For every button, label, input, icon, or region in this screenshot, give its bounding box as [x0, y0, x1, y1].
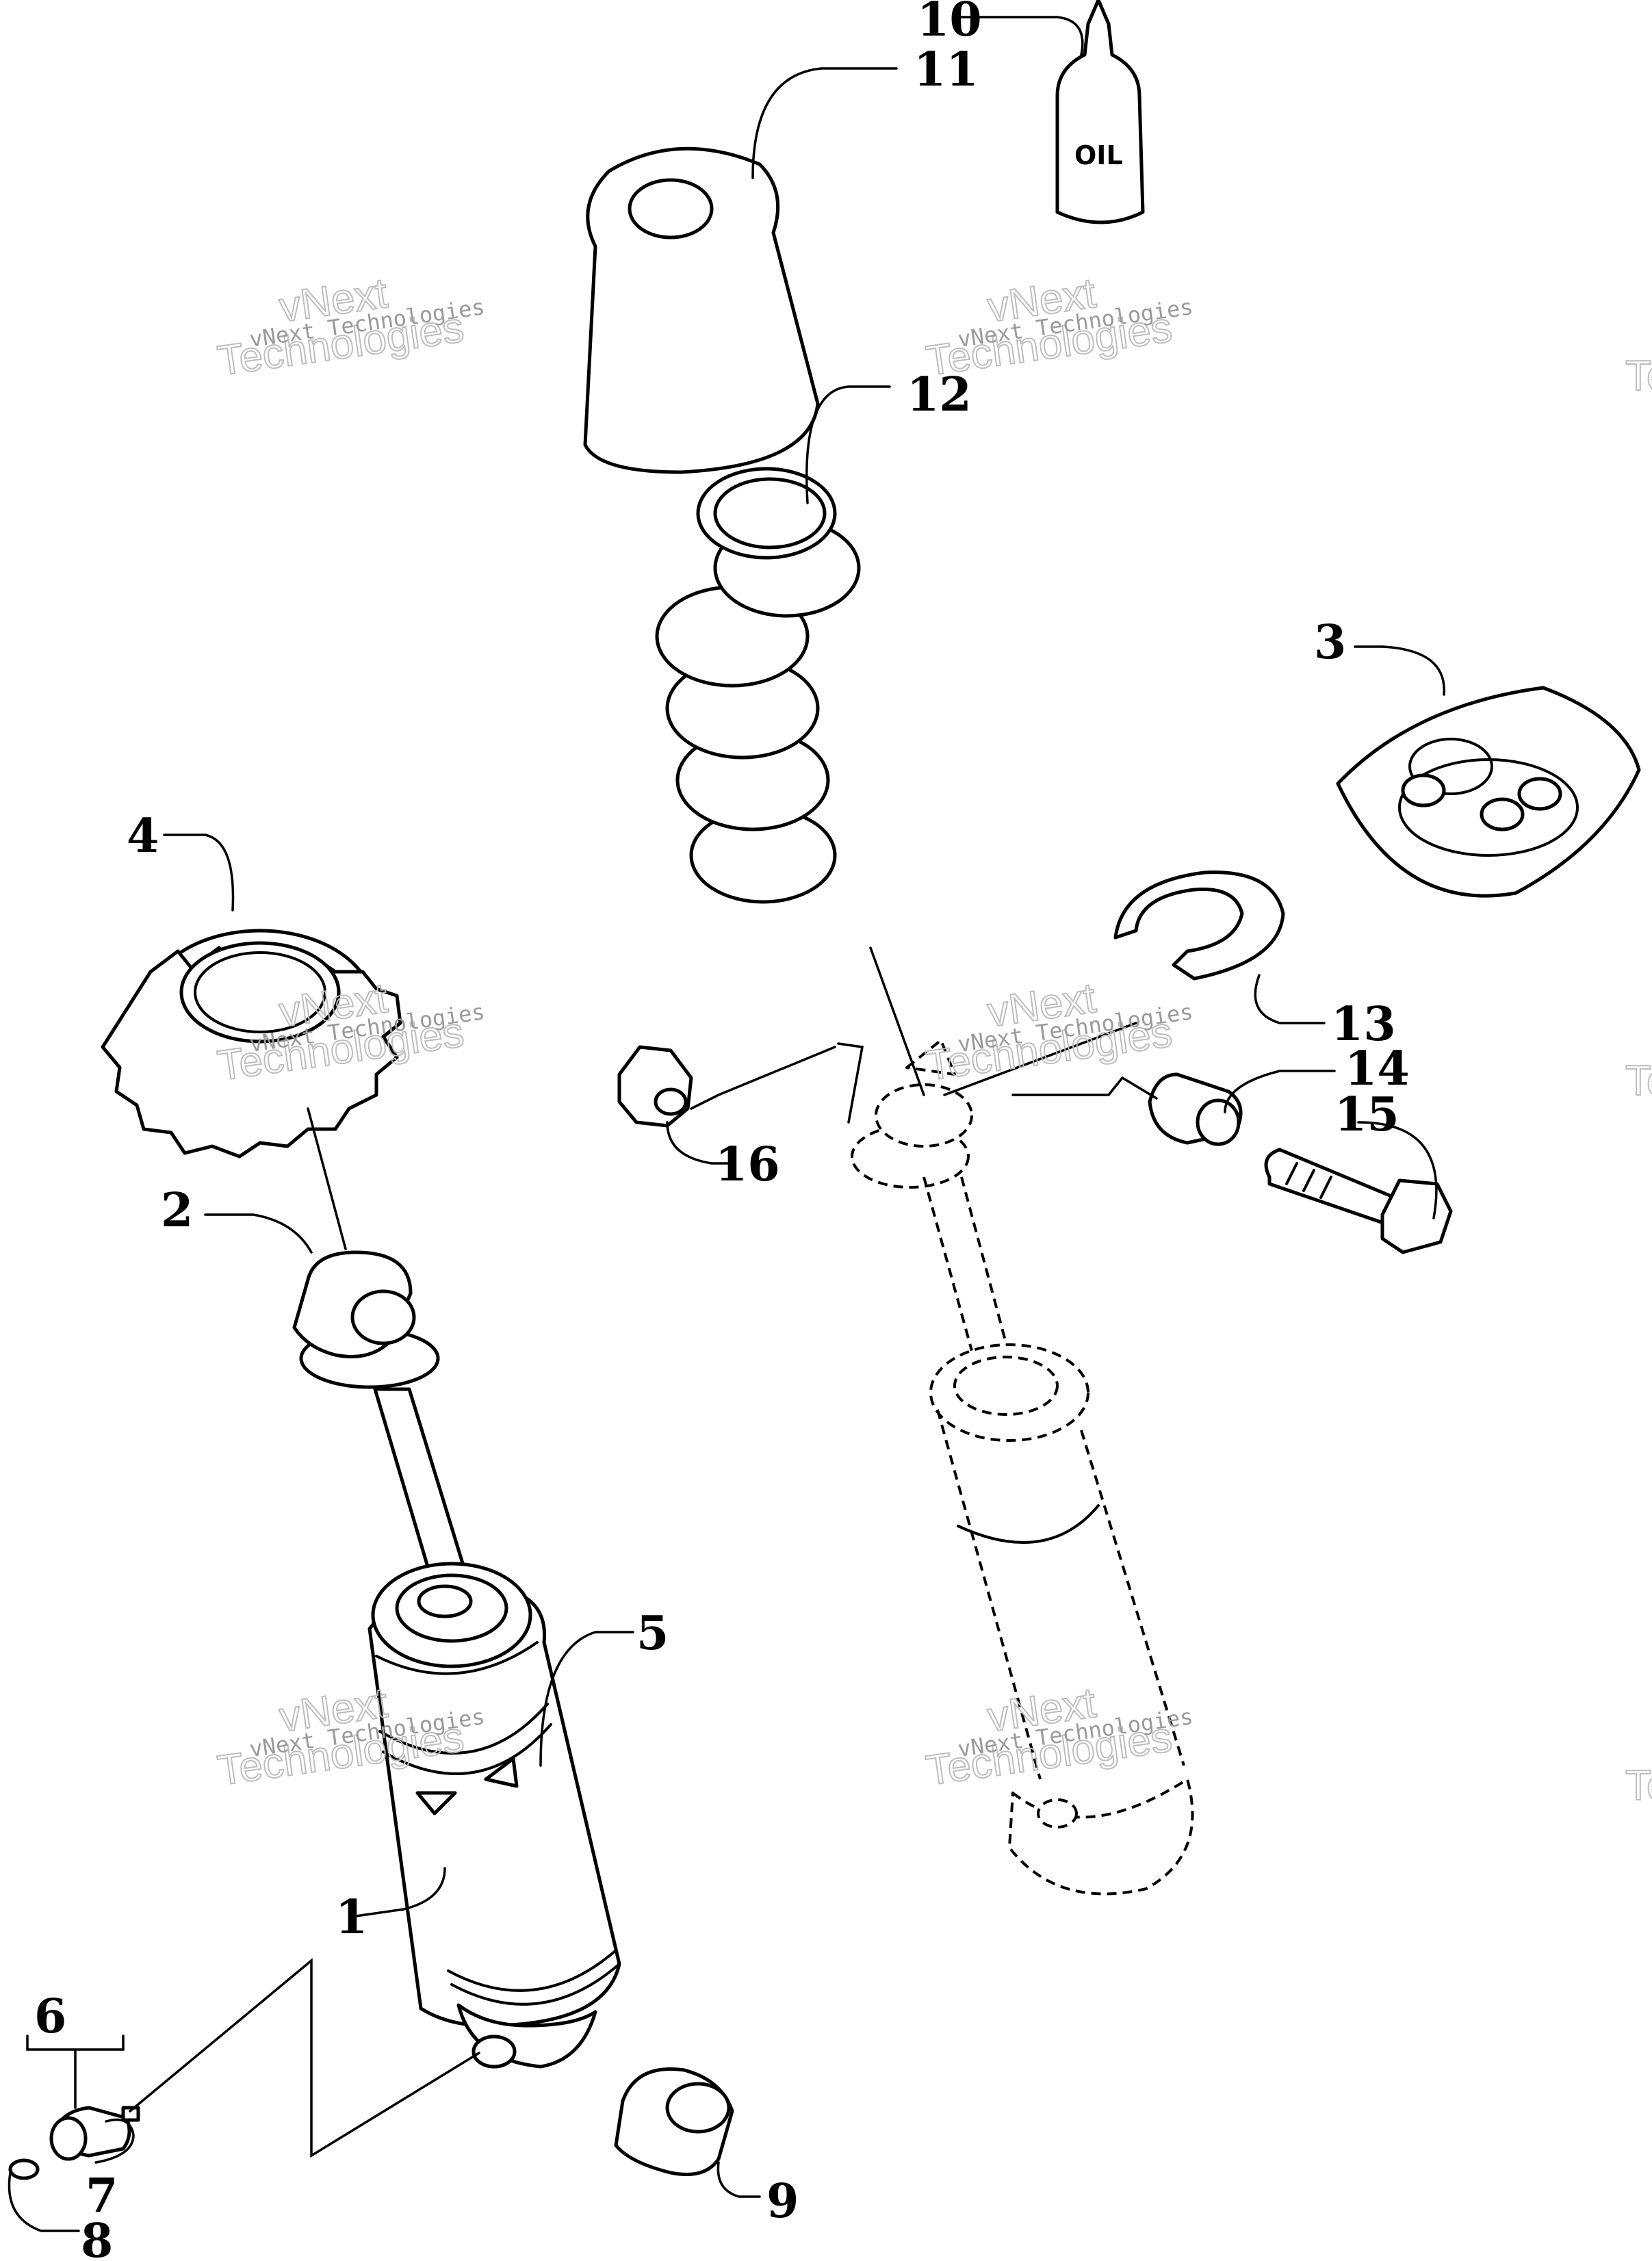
watermark: vNext Technologies vNext Technologies	[922, 1679, 1195, 1796]
callout-13: 13	[1331, 997, 1396, 1052]
part-4-lock-nut	[101, 929, 402, 1159]
callout-16: 16	[715, 1137, 780, 1192]
svg-text:Technologies: Technologies	[1625, 1057, 1652, 1104]
part-2-bushing	[292, 1250, 440, 1389]
watermark: vNext Technologies vNext Technologies	[214, 269, 487, 386]
callout-7: 7	[86, 2169, 118, 2223]
watermark: vNext Technologies vNext Technologies	[922, 269, 1195, 386]
callout-8: 8	[81, 2214, 113, 2261]
callout-labels: 10 11 12 3 4 13 14 15 16 2 5 1 6 7 8 9	[34, 0, 1410, 2261]
callout-2: 2	[161, 1183, 193, 1238]
callout-15: 15	[1334, 1087, 1399, 1142]
callout-3: 3	[1314, 615, 1346, 670]
callout-5: 5	[636, 1606, 669, 1661]
part-1-shock-body	[367, 1562, 621, 2069]
callout-9: 9	[766, 2174, 799, 2229]
phantom-shock-outline	[851, 1039, 1194, 1896]
part-11-boot	[583, 146, 820, 474]
callout-14: 14	[1345, 1042, 1410, 1096]
part-13-split-washer	[1113, 870, 1285, 981]
part-8-cap	[8, 2158, 40, 2180]
callout-4: 4	[127, 809, 159, 864]
svg-text:Technologies: Technologies	[1625, 1762, 1652, 1809]
watermark: vNext Technologies vNext Technologies	[922, 974, 1195, 1091]
watermark-edge: Technologies Technologies Technologies	[1625, 352, 1652, 1810]
watermark: vNext Technologies vNext Technologies	[214, 1679, 487, 1796]
part-16-nut	[617, 1045, 693, 1128]
part-14-spacer	[1148, 1072, 1243, 1146]
part-9-bushing	[614, 2067, 734, 2176]
part-12-spring	[655, 467, 861, 904]
part-10-oil-bottle: OIL	[1055, 0, 1145, 224]
svg-text:Technologies: Technologies	[1625, 352, 1652, 400]
callout-6: 6	[34, 1989, 66, 2044]
callout-10: 10	[917, 0, 982, 47]
part-3-seal-kit	[1336, 686, 1641, 898]
part-6-grease-fitting	[49, 2106, 140, 2161]
callout-12: 12	[907, 367, 972, 422]
oil-label: OIL	[1074, 140, 1123, 170]
callout-11: 11	[914, 42, 979, 97]
part-15-bolt	[1264, 1148, 1453, 1254]
callout-1: 1	[335, 1890, 367, 1945]
leader-lines	[8, 16, 1445, 2232]
